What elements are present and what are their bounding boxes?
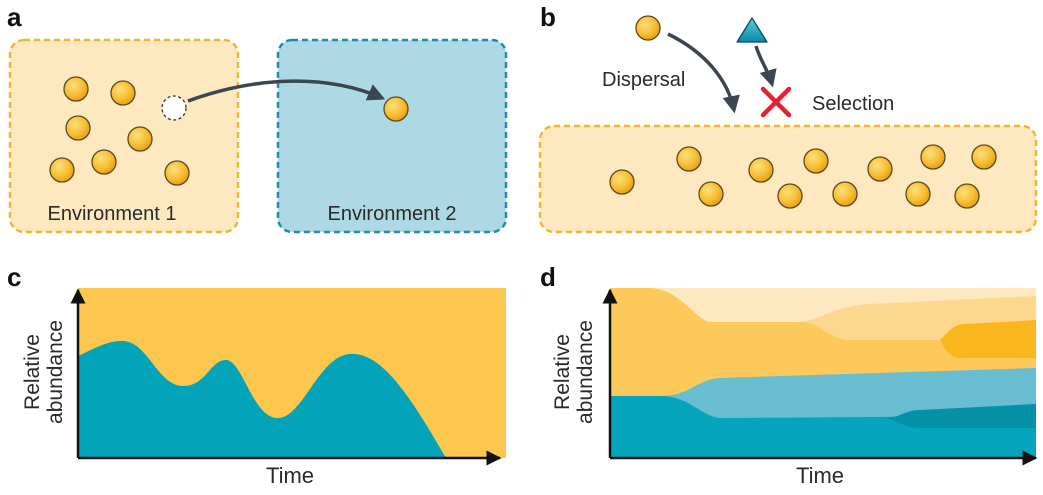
y-axis-label-line2: abundance — [44, 320, 67, 424]
dark-teal-species-area — [885, 404, 1036, 428]
triangle-icon — [736, 17, 768, 43]
panel-letter-d: d — [540, 262, 556, 292]
selection-arrow — [754, 45, 777, 88]
teal-species-area — [78, 340, 446, 458]
species-ball — [676, 146, 702, 172]
teal-species-area — [610, 396, 1036, 458]
species-ball — [748, 157, 774, 183]
species-ball — [49, 157, 75, 183]
panel-letter-a: a — [7, 2, 22, 32]
panel-c: Time Relative abundance — [21, 288, 506, 488]
species-ball — [609, 169, 635, 195]
species-ball — [127, 126, 153, 152]
panel-d: Time Relative abundance — [551, 288, 1038, 488]
dispersed-species-ball — [383, 96, 409, 122]
species-ball — [777, 183, 803, 209]
environment-1-label: Environment 1 — [48, 203, 177, 225]
red-x-icon — [760, 86, 792, 118]
y-axis-label: Relative abundance — [551, 320, 597, 424]
immigrant-species-ball — [635, 15, 661, 41]
dark-orange-species-area — [940, 320, 1036, 358]
species-ball — [164, 160, 190, 186]
vacated-spot — [161, 95, 187, 121]
species-ball — [65, 115, 91, 141]
species-ball — [63, 76, 89, 102]
species-ball — [91, 149, 117, 175]
species-ball — [954, 183, 980, 209]
species-ball — [971, 144, 997, 170]
panel-a: Environment 1 Environment 2 — [8, 38, 508, 234]
y-axis-label-line1: Relative — [551, 334, 574, 410]
y-axis-label-line1: Relative — [21, 334, 44, 410]
y-axis-label: Relative abundance — [21, 320, 67, 424]
species-ball — [803, 148, 829, 174]
x-axis-label: Time — [266, 463, 314, 488]
species-ball — [698, 181, 724, 207]
species-ball — [867, 156, 893, 182]
dispersal-arrow-b — [667, 32, 740, 114]
panel-letter-c: c — [7, 262, 22, 292]
y-axis-label-line2: abundance — [574, 320, 597, 424]
x-axis-label: Time — [796, 463, 844, 488]
local-community-box — [538, 124, 1038, 234]
selection-label: Selection — [812, 93, 894, 115]
species-ball — [920, 144, 946, 170]
panel-b: Dispersal Selection — [538, 15, 1038, 234]
dispersal-arrow-a — [187, 79, 386, 103]
species-ball — [110, 80, 136, 106]
environment-2-box — [276, 38, 508, 234]
environment-2-label: Environment 2 — [328, 203, 457, 225]
species-ball — [832, 181, 858, 207]
panel-letter-b: b — [540, 2, 556, 32]
species-ball — [905, 181, 931, 207]
dispersal-label: Dispersal — [602, 69, 685, 91]
